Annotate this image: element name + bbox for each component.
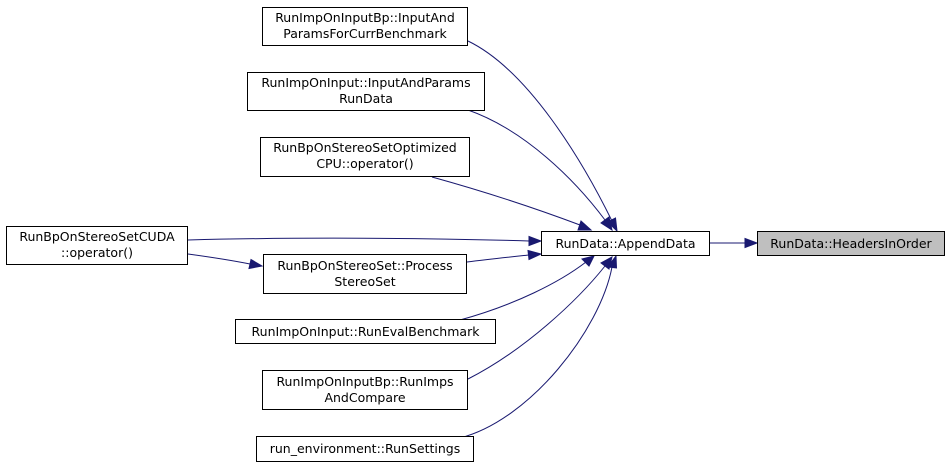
edge-runeval-to-appenddata (459, 255, 595, 321)
node-label-line2: StereoSet (334, 274, 395, 289)
edge-appenddata-to-headersinorder (710, 237, 759, 249)
node-append-data[interactable]: RunData::AppendData (541, 231, 710, 256)
node-input-params-bp[interactable]: RunImpOnInputBp::InputAnd ParamsForCurrB… (262, 7, 468, 46)
node-label-line1: RunImpOnInput::InputAndParams (261, 75, 470, 90)
node-label-line1: RunImpOnInputBp::RunImps (276, 374, 453, 389)
edge-processstereo-to-appenddata (466, 249, 543, 263)
node-label: RunImpOnInput::RunEvalBenchmark (252, 324, 481, 339)
node-label-line1: RunImpOnInputBp::InputAnd (275, 10, 455, 25)
node-process-stereo[interactable]: RunBpOnStereoSet::Process StereoSet (263, 254, 467, 294)
edge-optimizedcpu-to-appenddata (431, 176, 593, 231)
node-label-line1: RunBpOnStereoSetCUDA (19, 229, 175, 244)
node-label: RunData::HeadersInOrder (770, 236, 932, 251)
node-label: run_environment::RunSettings (270, 441, 461, 456)
node-label-line2: RunData (339, 91, 393, 106)
node-run-imps[interactable]: RunImpOnInputBp::RunImps AndCompare (262, 370, 468, 410)
node-label-line1: RunBpOnStereoSetOptimized (273, 140, 456, 155)
node-optimized-cpu[interactable]: RunBpOnStereoSetOptimized CPU::operator(… (260, 137, 470, 177)
node-run-eval[interactable]: RunImpOnInput::RunEvalBenchmark (235, 319, 496, 344)
edge-cuda-to-processstereo (187, 253, 264, 270)
edge-cuda-to-appenddata (187, 235, 543, 247)
node-headers-in-order[interactable]: RunData::HeadersInOrder (757, 231, 945, 256)
node-run-settings[interactable]: run_environment::RunSettings (256, 436, 474, 462)
node-label-line1: RunBpOnStereoSet::Process (277, 258, 452, 273)
node-label: RunData::AppendData (555, 236, 695, 251)
node-label-line2: ParamsForCurrBenchmark (283, 26, 447, 41)
edge-inputparamsrundata-to-appenddata (467, 109, 613, 232)
node-label-line2: CPU::operator() (316, 156, 413, 171)
node-cuda-operator[interactable]: RunBpOnStereoSetCUDA ::operator() (6, 226, 188, 265)
edge-inputparamsbp-to-appenddata (467, 40, 618, 233)
edge-runsettings-to-appenddata (459, 254, 618, 439)
node-input-params-rundata[interactable]: RunImpOnInput::InputAndParams RunData (247, 72, 485, 111)
node-label-line2: AndCompare (324, 390, 405, 405)
edge-runimps-to-appenddata (467, 256, 613, 380)
node-label-line2: ::operator() (61, 245, 133, 260)
